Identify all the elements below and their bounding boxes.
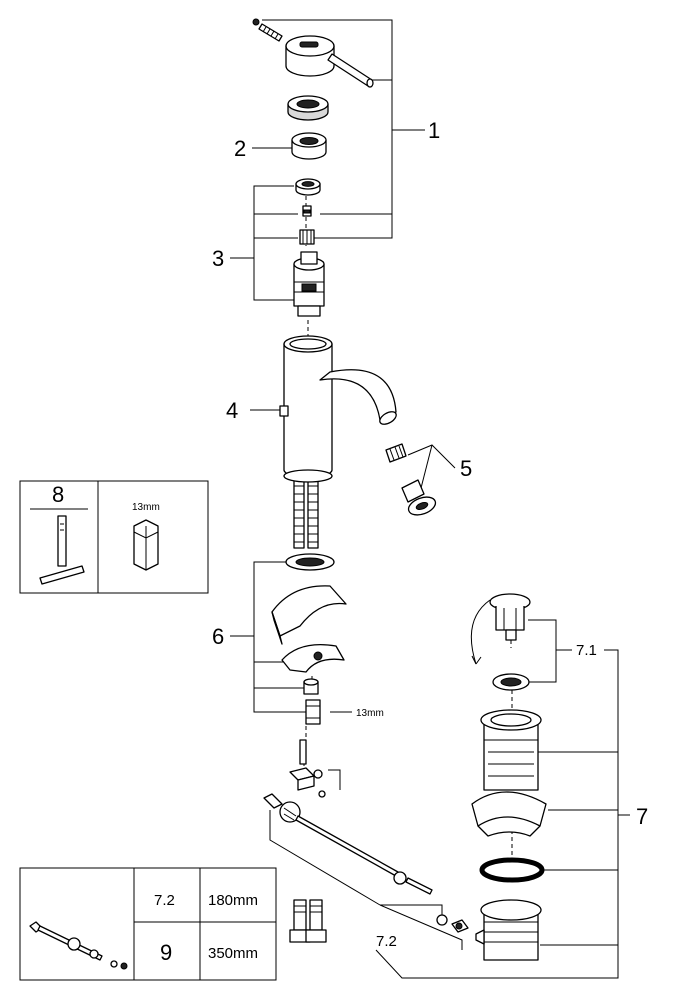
rod-row2-code: 9 — [160, 940, 172, 965]
callout-4: 4 — [226, 398, 238, 423]
callout-7-2: 7.2 — [376, 933, 397, 950]
rod-row1-length: 180mm — [208, 892, 258, 909]
rod-table — [19, 867, 277, 981]
size-label-13mm: 13mm — [356, 708, 384, 719]
drain-body — [471, 709, 547, 961]
aerator-parts — [385, 443, 437, 516]
tool-box — [19, 480, 209, 594]
lift-rod-icon — [29, 921, 128, 970]
mounting-set — [271, 553, 347, 725]
rod-row1-code: 7.2 — [154, 892, 175, 909]
cartridge-parts — [293, 178, 325, 317]
popup-plug — [470, 593, 531, 691]
callout-1: 1 — [428, 118, 440, 143]
tool-size-label: 13mm — [132, 502, 160, 513]
callout-7-1: 7.1 — [576, 642, 597, 659]
socket-wrench-icon — [57, 515, 67, 567]
leader-lines — [230, 19, 630, 979]
callout-6: 6 — [212, 624, 224, 649]
rod-row2-length: 350mm — [208, 945, 258, 962]
callout-labels: 1 2 3 4 5 6 7 7.1 7.2 13mm 8 13mm 7.2 18… — [52, 118, 648, 965]
handle-assembly — [252, 18, 374, 88]
callout-5: 5 — [460, 456, 472, 481]
lift-rod-assembly — [263, 739, 469, 933]
cover-rings — [287, 95, 329, 160]
callout-7: 7 — [636, 804, 648, 829]
hose-connectors — [289, 899, 327, 943]
callout-3: 3 — [212, 246, 224, 271]
callout-2: 2 — [234, 136, 246, 161]
tool-number-8: 8 — [52, 482, 64, 507]
faucet-body — [279, 335, 397, 549]
